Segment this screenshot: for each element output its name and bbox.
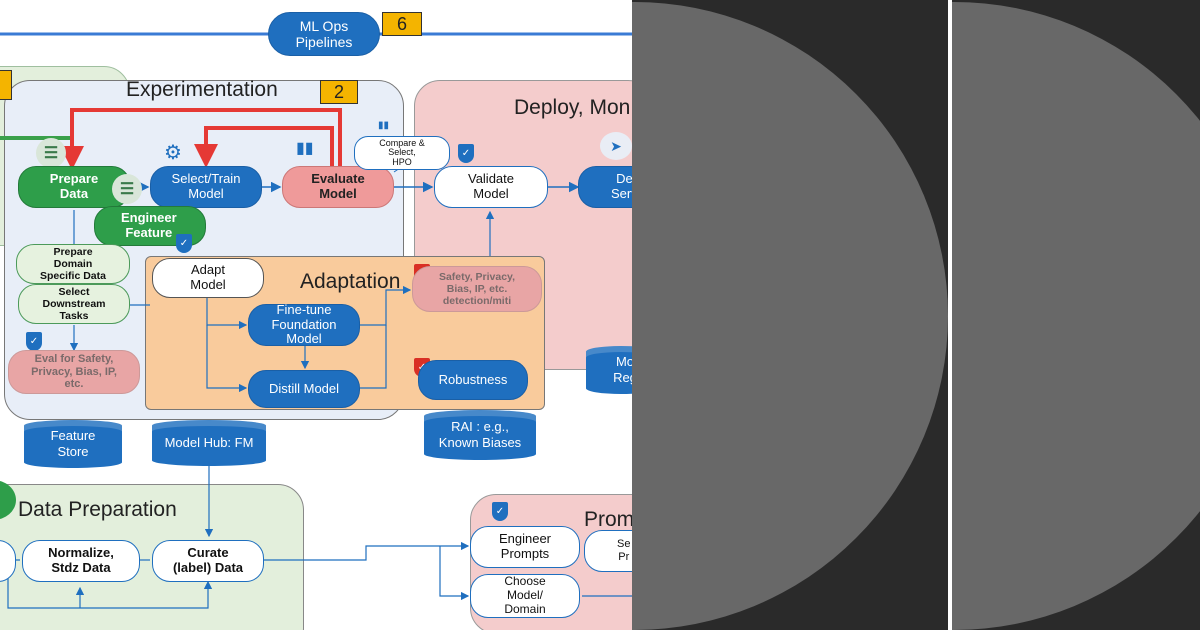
feedback-loop-outer <box>60 108 342 170</box>
model-registry-store[interactable]: Mo Reg <box>586 346 632 394</box>
prompt-side-node[interactable]: Se Pr <box>584 530 632 572</box>
flow-finetune-safety <box>360 285 412 326</box>
feature-store[interactable]: Feature Store <box>24 420 122 468</box>
mlops-pipelines-pill[interactable]: ML Ops Pipelines <box>268 12 380 56</box>
eval-safety-node[interactable]: Eval for Safety, Privacy, Bias, IP, etc. <box>8 350 140 394</box>
prompt-title: Prom <box>584 508 632 531</box>
adapt-model-node[interactable]: Adapt Model <box>152 258 264 298</box>
bar-chart-icon: ▮▮ <box>296 140 314 157</box>
evaluate-model-node[interactable]: Evaluate Model <box>282 166 394 208</box>
send-icon: ➤ <box>600 132 632 160</box>
shield-check-icon: ✓ <box>458 144 474 163</box>
curate-node[interactable]: Curate (label) Data <box>152 540 264 582</box>
robustness-node[interactable]: Robustness <box>418 360 528 400</box>
select-downstream-tasks-node[interactable]: Select Downstream Tasks <box>18 284 130 324</box>
experimentation-title: Experimentation <box>126 78 278 101</box>
circle-shape-1 <box>632 2 948 630</box>
flow-curate-choose <box>439 546 470 601</box>
sliders-icon-2: ☰ <box>112 174 142 204</box>
deploy-title: Deploy, Mon <box>514 96 631 119</box>
feedback-loop-inner <box>194 126 334 168</box>
engineer-features-node[interactable]: Engineer Feature <box>94 206 206 246</box>
deploy-serve-node[interactable]: Dep Serve <box>578 166 632 208</box>
right-panel-1 <box>632 0 948 630</box>
gear-icon: ⚙ <box>164 142 182 164</box>
shield-check-icon-3: ✓ <box>26 332 42 351</box>
bar-chart-icon-small: ▮▮ <box>378 120 390 131</box>
flow-data-loop <box>7 570 213 609</box>
normalize-node[interactable]: Normalize, Stdz Data <box>22 540 140 582</box>
validate-model-node[interactable]: Validate Model <box>434 166 548 208</box>
sliders-icon: ☰ <box>36 138 66 168</box>
rai-store[interactable]: RAI : e.g., Known Biases <box>424 410 536 460</box>
model-hub-store[interactable]: Model Hub: FM <box>152 420 266 466</box>
badge-6: 6 <box>382 12 422 36</box>
shield-check-icon-2: ✓ <box>176 234 192 253</box>
select-train-model-node[interactable]: Select/Train Model <box>150 166 262 208</box>
flow-adapt-finetune <box>206 298 248 330</box>
badge-2: 2 <box>320 80 358 104</box>
flow-distill-safety <box>360 325 387 389</box>
choose-model-node[interactable]: Choose Model/ Domain <box>470 574 580 618</box>
safety-detection-node[interactable]: Safety, Privacy, Bias, IP, etc. detectio… <box>412 266 542 312</box>
prepare-domain-data-node[interactable]: Prepare Domain Specific Data <box>16 244 130 284</box>
engineer-prompts-node[interactable]: Engineer Prompts <box>470 526 580 568</box>
fine-tune-node[interactable]: Fine-tune Foundation Model <box>248 302 360 346</box>
left-tag-edge <box>0 70 12 100</box>
right-panel-2 <box>952 0 1200 630</box>
panel-divider <box>948 0 952 630</box>
flow-curate-prompts <box>264 541 470 561</box>
adaptation-title: Adaptation <box>300 270 401 293</box>
flow-adapt-distill <box>206 325 248 393</box>
shield-check-icon-4: ✓ <box>492 502 508 521</box>
data-prep-green-circle <box>0 480 16 520</box>
compare-select-hpo-node[interactable]: Compare & Select, HPO <box>354 136 450 170</box>
distill-model-node[interactable]: Distill Model <box>248 370 360 408</box>
circle-shape-2 <box>952 2 1200 630</box>
prepare-data-node[interactable]: Prepare Data <box>18 166 130 208</box>
diagram-canvas: ML Ops Pipelines 6 Experimentation 2 ☰ ⚙… <box>0 12 632 630</box>
data-preparation-title: Data Preparation <box>18 498 177 521</box>
